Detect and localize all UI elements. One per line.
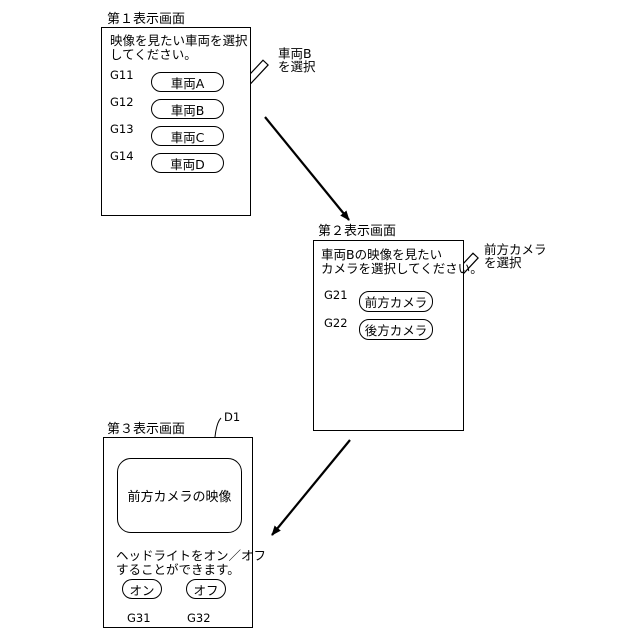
front-camera-video-display: 前方カメラの映像 <box>117 458 242 533</box>
rear-camera-button[interactable]: 後方カメラ <box>359 319 433 340</box>
screen2-prompt-line2: カメラを選択してください。 <box>321 262 483 276</box>
headlight-off-button[interactable]: オフ <box>186 579 226 599</box>
transition-arrow-1-to-2 <box>265 117 349 220</box>
ref-label-g32: G32 <box>187 612 211 624</box>
ref-label-g11: G11 <box>110 69 134 81</box>
vehicle-d-button[interactable]: 車両D <box>151 153 224 173</box>
screen1-prompt-line1: 映像を見たい車両を選択 <box>110 34 248 48</box>
screen3-headlight-text-line2: することができます。 <box>116 563 240 577</box>
ref-label-g31: G31 <box>127 612 151 624</box>
ref-label-g12: G12 <box>110 96 134 108</box>
select-front-camera-note-line2: を選択 <box>484 256 522 269</box>
ref-label-g13: G13 <box>110 123 134 135</box>
screen1-prompt-line2: してください。 <box>110 48 197 62</box>
transition-arrow-2-to-3 <box>272 440 350 535</box>
ref-label-d1: D1 <box>224 411 240 423</box>
headlight-on-button[interactable]: オン <box>122 579 162 599</box>
screen1-title: 第１表示画面 <box>107 13 185 27</box>
vehicle-c-button[interactable]: 車両C <box>151 126 224 146</box>
screen2-title: 第２表示画面 <box>318 225 396 239</box>
screen3-title: 第３表示画面 <box>107 423 185 437</box>
vehicle-a-button[interactable]: 車両A <box>151 72 224 92</box>
screen3-headlight-text-line1: ヘッドライトをオン／オフ <box>116 549 266 563</box>
ref-label-g21: G21 <box>324 289 348 301</box>
select-vehicle-b-note-line2: を選択 <box>278 60 316 73</box>
ref-label-g14: G14 <box>110 150 134 162</box>
ref-label-g22: G22 <box>324 317 348 329</box>
front-camera-button[interactable]: 前方カメラ <box>359 291 433 312</box>
vehicle-b-button[interactable]: 車両B <box>151 99 224 119</box>
screen2-prompt-line1: 車両Bの映像を見たい <box>321 248 442 262</box>
